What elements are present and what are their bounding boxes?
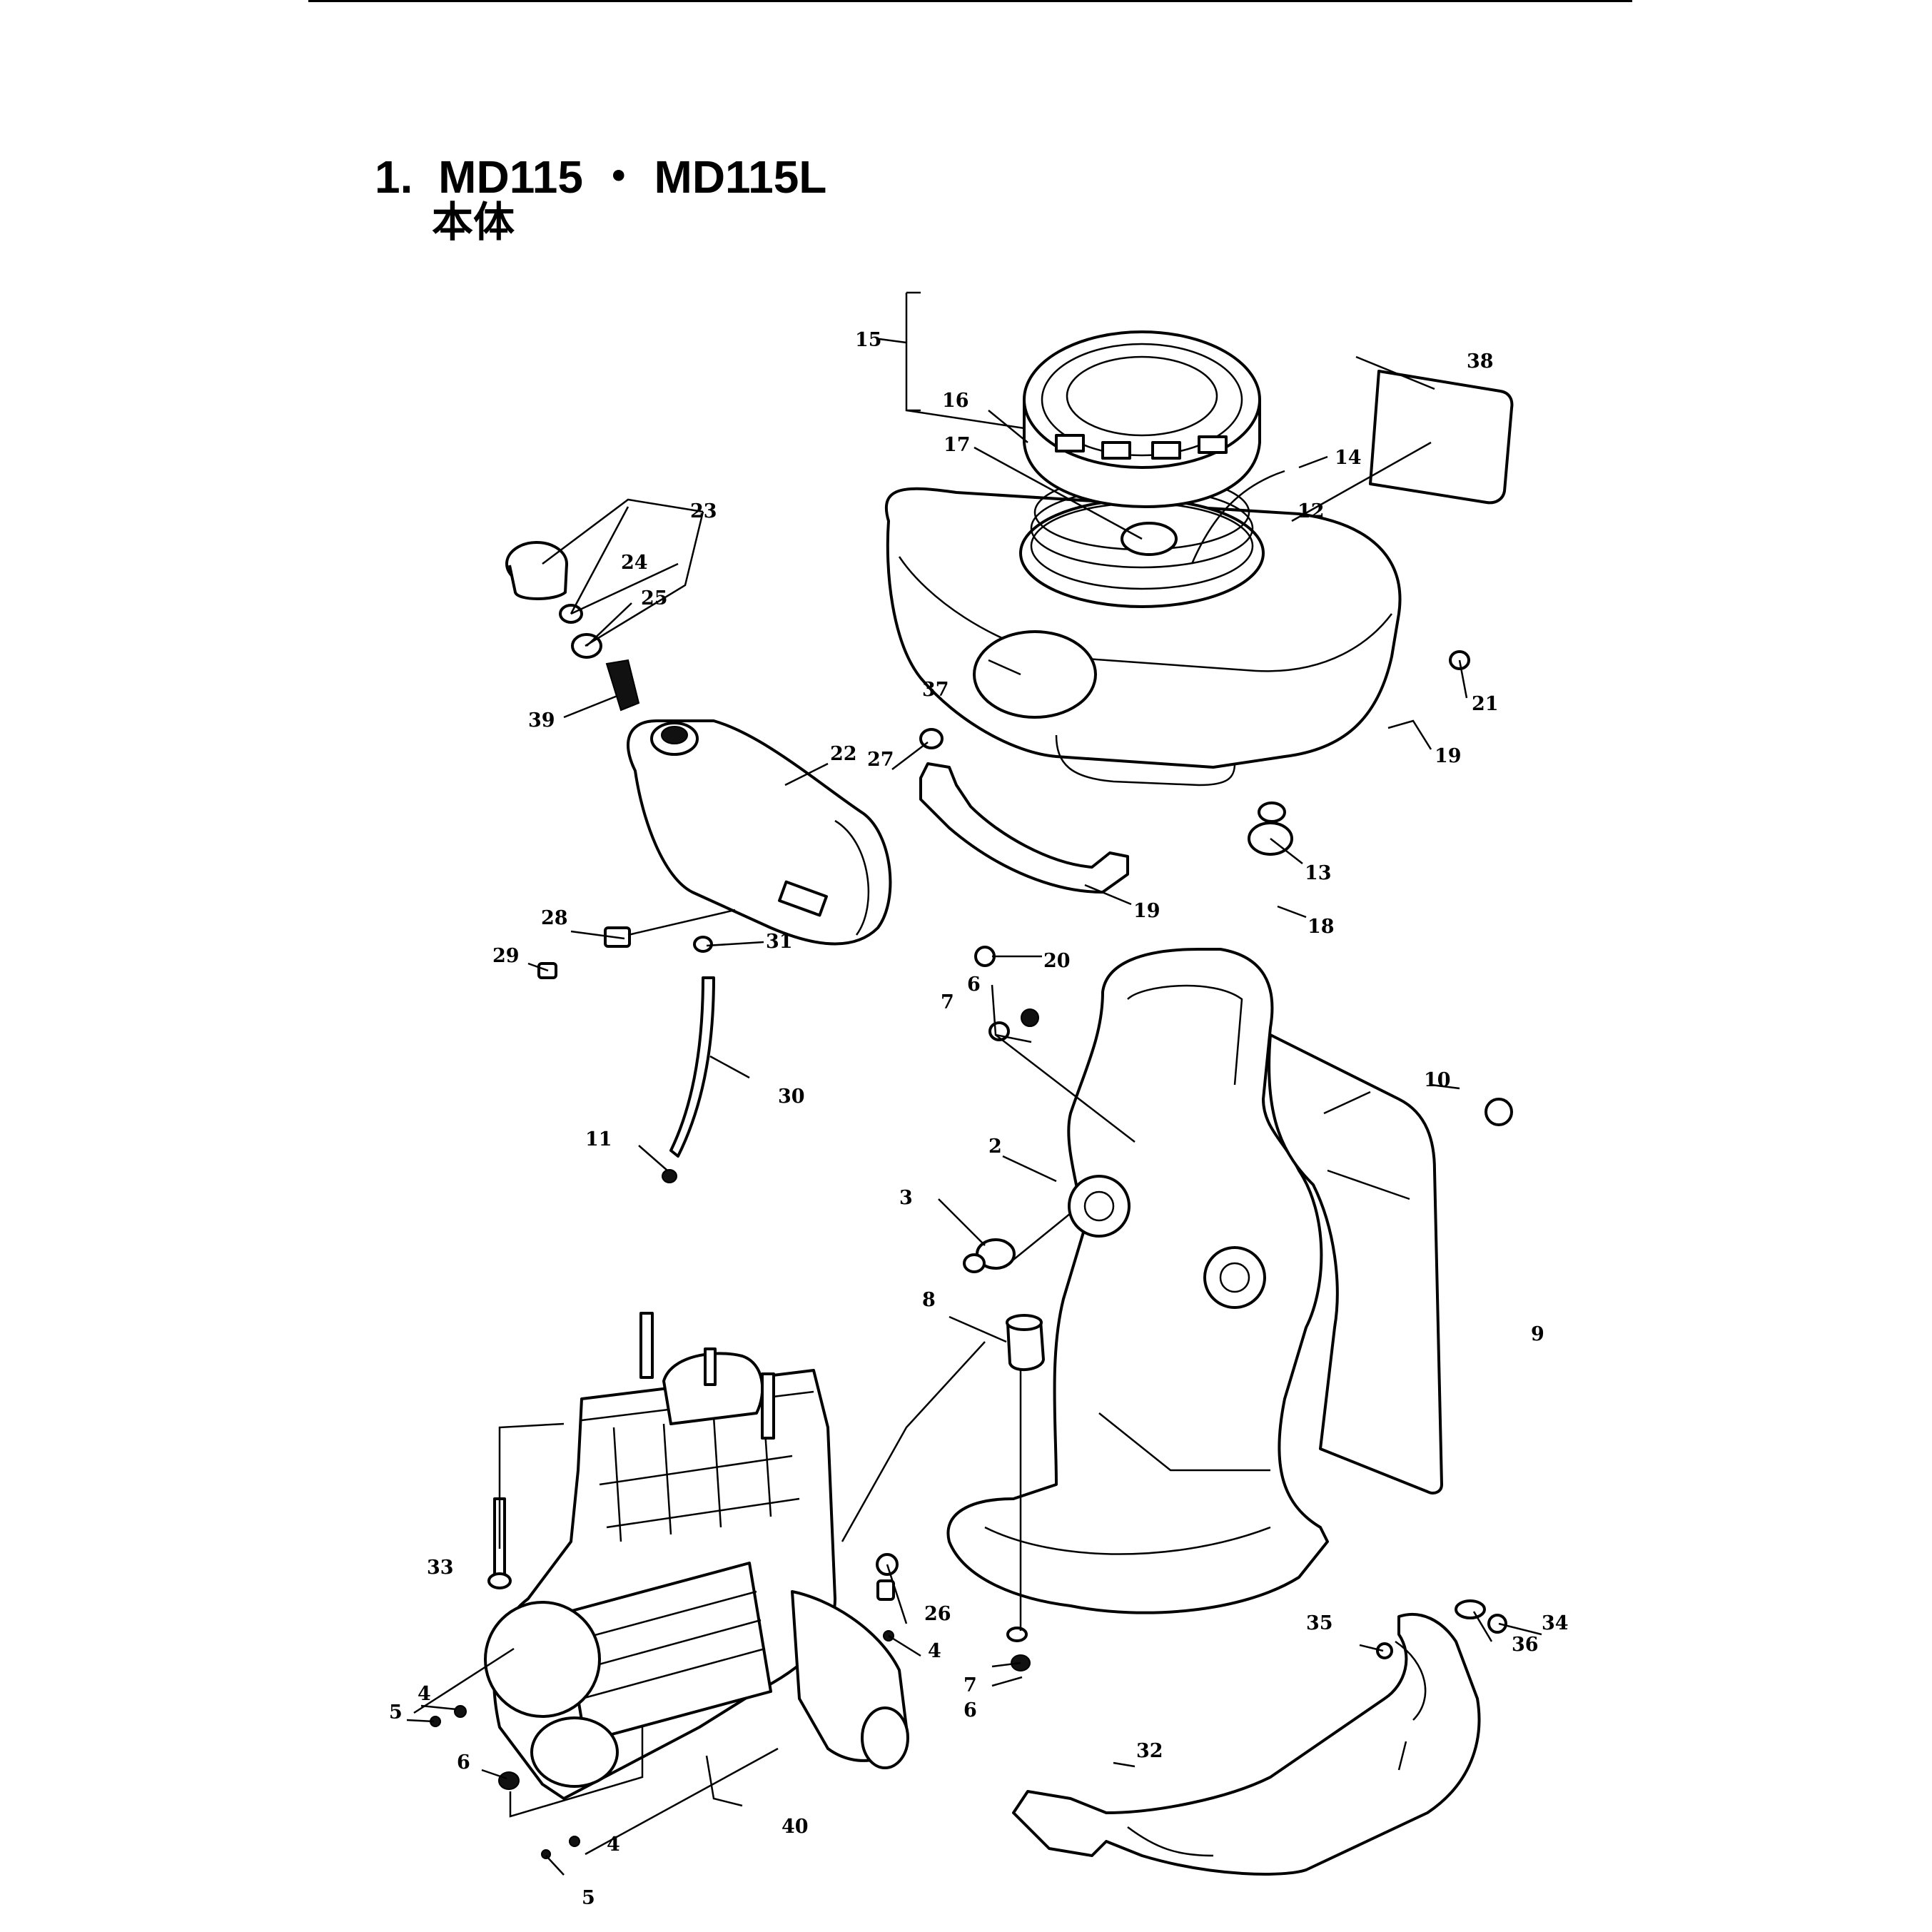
- callout-7b: 7: [964, 1674, 977, 1696]
- callout-5b: 5: [582, 1887, 595, 1909]
- callout-11: 11: [585, 1128, 612, 1150]
- callout-20: 20: [1043, 950, 1071, 972]
- callout-22: 22: [830, 743, 857, 765]
- callout-30: 30: [778, 1086, 805, 1108]
- callout-2: 2: [988, 1136, 1002, 1158]
- callout-39: 39: [528, 709, 555, 732]
- tank-opening: [1019, 470, 1285, 608]
- callout-3: 3: [899, 1187, 913, 1209]
- callout-numbers: 15 16 17 38 14 12 23 24 25 39 37 21 19 2…: [389, 329, 1569, 1909]
- callout-7a: 7: [941, 991, 954, 1013]
- callout-38: 38: [1467, 350, 1494, 373]
- backpack-frame: [946, 948, 1329, 1614]
- back-pad-9: [1268, 1033, 1443, 1494]
- vibration-mounts: [963, 1238, 1045, 1372]
- tank-lid: [1023, 330, 1261, 508]
- callout-33: 33: [427, 1557, 454, 1579]
- model-separator: ・: [595, 151, 642, 203]
- callout-21: 21: [1472, 693, 1499, 715]
- fuel-hose-30: [669, 976, 715, 1158]
- callout-10: 10: [1424, 1069, 1451, 1091]
- callout-6b: 6: [964, 1699, 977, 1721]
- callout-37: 37: [922, 679, 949, 701]
- callout-28: 28: [541, 907, 568, 929]
- callout-9: 9: [1531, 1323, 1544, 1345]
- callout-19a: 19: [1435, 745, 1462, 767]
- callout-34: 34: [1542, 1612, 1569, 1634]
- callout-6a: 6: [967, 973, 981, 996]
- top-rule: [308, 0, 1632, 2]
- callout-14: 14: [1335, 447, 1362, 469]
- page-title: 1. MD115 ・ MD115L 本体: [375, 153, 826, 245]
- strainer-17: [1121, 522, 1178, 556]
- model-name-b: MD115L: [654, 151, 827, 203]
- tank-guard-19: [919, 762, 1129, 894]
- chemical-tank: [884, 487, 1402, 787]
- callout-24: 24: [621, 552, 648, 574]
- page-subtitle: 本体: [432, 198, 515, 246]
- label-sticker-38: [1369, 370, 1514, 505]
- callout-4b: 4: [418, 1683, 431, 1705]
- section-number: 1.: [375, 151, 413, 203]
- engine-assembly: [484, 1312, 909, 1800]
- callout-4a: 4: [928, 1640, 941, 1662]
- callout-32: 32: [1136, 1740, 1163, 1762]
- callout-35: 35: [1306, 1612, 1333, 1634]
- callout-26: 26: [924, 1603, 951, 1625]
- callout-23: 23: [690, 500, 717, 522]
- callout-17: 17: [944, 434, 971, 456]
- callout-31: 31: [766, 931, 793, 953]
- callout-18: 18: [1308, 916, 1335, 938]
- callout-16: 16: [942, 390, 969, 412]
- callout-27: 27: [867, 749, 894, 771]
- leader-lines: [406, 291, 1542, 1876]
- callout-6c: 6: [457, 1751, 470, 1774]
- tank-label-oval: [973, 630, 1097, 719]
- callout-36: 36: [1512, 1634, 1539, 1656]
- callout-4c: 4: [607, 1834, 620, 1856]
- callout-19b: 19: [1133, 900, 1160, 922]
- shoulder-harness: [1012, 1612, 1481, 1876]
- title-line: 1. MD115 ・ MD115L: [375, 153, 826, 201]
- callout-25: 25: [641, 587, 668, 610]
- callout-13: 13: [1305, 862, 1332, 884]
- fuel-tank: [627, 719, 892, 946]
- callout-40: 40: [782, 1816, 809, 1838]
- model-name-a: MD115: [438, 151, 583, 203]
- callout-15: 15: [855, 329, 882, 351]
- callout-5a: 5: [389, 1701, 403, 1724]
- callout-8: 8: [922, 1289, 936, 1311]
- callout-29: 29: [492, 945, 520, 967]
- callout-12: 12: [1298, 500, 1325, 522]
